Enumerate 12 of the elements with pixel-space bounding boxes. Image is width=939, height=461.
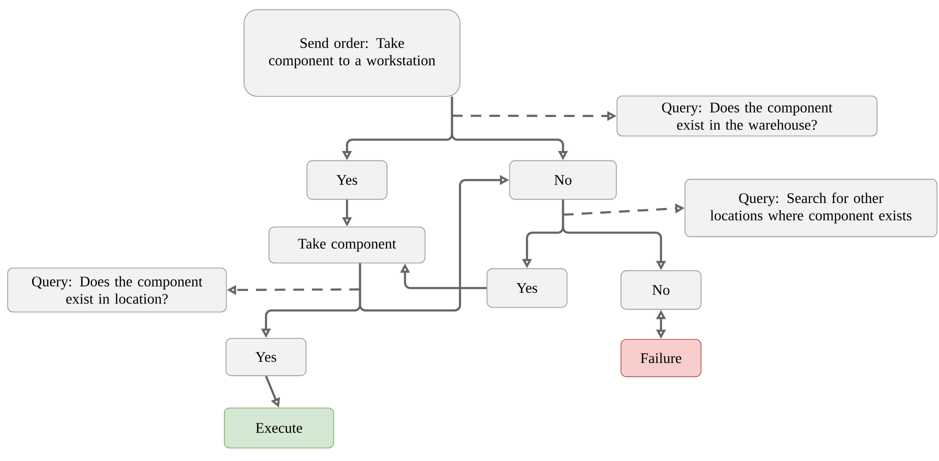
process-box: No — [620, 270, 702, 310]
process-box: Yes — [226, 338, 306, 376]
execute-box: Execute — [224, 408, 334, 448]
process-box: Yes — [486, 268, 568, 308]
query-box: Query: Does the component exist in location? — [7, 268, 227, 312]
query-box: Query: Search for other locations where component exists — [684, 178, 938, 238]
query-box: Query: Does the component exist in the warehouse? — [616, 96, 878, 136]
rounded-box: Send order: Take component to a workstation — [244, 9, 460, 97]
failure-box: Failure — [620, 338, 702, 378]
process-box: No — [509, 160, 617, 200]
process-box: Yes — [306, 160, 388, 200]
process-box: Take component — [268, 226, 426, 264]
